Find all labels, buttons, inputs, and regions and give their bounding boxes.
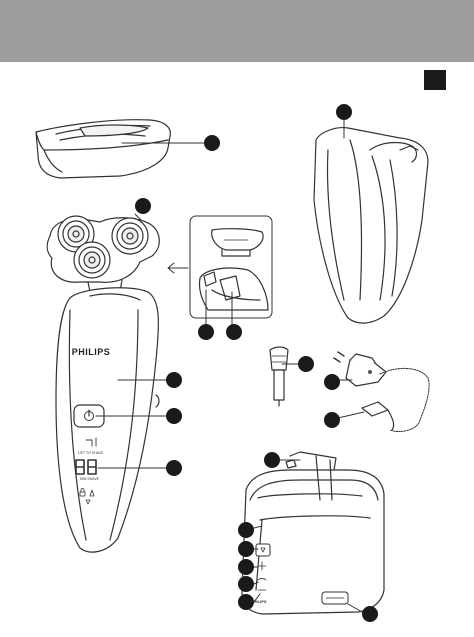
stand-brand-label: PHILIPS [251,599,267,604]
callout-dot-trimmer-release [226,324,242,340]
cleaning-brush [269,346,289,407]
callout-dot-heads [135,198,151,214]
charging-icon [260,547,266,553]
callout-dot-adapter [324,374,340,390]
callout-dot-trimmer [198,324,214,340]
trimmer-detail-box [167,215,273,319]
callout-dot-plug [324,412,340,428]
shaver-display-caption-top: LIFT TO SHAVE [78,451,104,455]
cleaning-stand [241,451,385,615]
leader-line [347,603,363,613]
shaver-brand-label: PHILIPS [71,347,111,357]
leader-line [253,581,259,585]
power-adapter [333,351,430,433]
cleaning-icon [85,499,91,505]
lock-icon [79,488,86,497]
leader-line [337,411,365,419]
callout-dot-power [166,408,182,424]
leader-line [253,525,263,529]
callout-dot-pouch [336,104,352,120]
callout-dot-stand-light-3 [238,594,254,610]
callout-dot-cartridge [362,606,378,622]
callout-dot-stand-light-2 [238,576,254,592]
callout-dot-stand [238,522,254,538]
display-digits [75,459,97,475]
pouch [313,127,429,324]
callout-dot-body [166,372,182,388]
leader-line [134,213,142,221]
callout-dot-display [166,460,182,476]
protection-cap [35,119,171,179]
callout-dot-holder [264,452,280,468]
battery-icon [89,489,95,497]
shaver [46,215,160,553]
shaving-head-bottom [73,241,111,279]
callout-dot-stand-button [238,541,254,557]
callout-dot-brush [298,356,314,372]
shaver-display-caption-bottom: MIN SHAVE [80,477,99,481]
power-button-icon[interactable] [84,409,94,421]
leader-line [253,593,261,603]
callout-dot-stand-light-1 [238,559,254,575]
language-tab-marker [424,70,446,90]
callout-dot-cap [204,135,220,151]
tap-icon [85,437,97,447]
header-band [0,0,474,62]
shaving-head-right [111,217,149,255]
